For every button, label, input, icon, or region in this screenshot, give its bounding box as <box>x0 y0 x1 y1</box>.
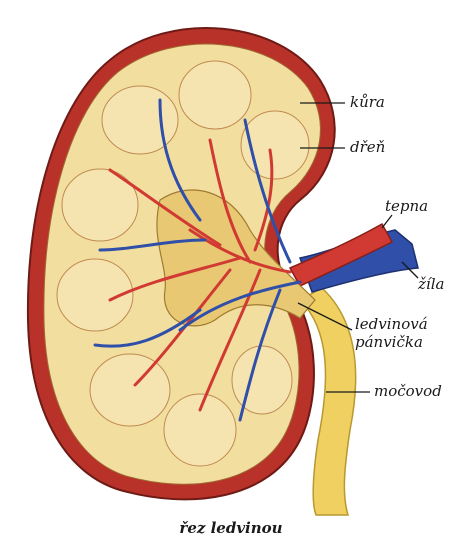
label-dren: dřeň <box>350 139 385 156</box>
label-panvicka-line2: pánvička <box>355 334 423 351</box>
label-tepna: tepna <box>385 198 428 215</box>
label-mocovod: močovod <box>374 383 442 400</box>
label-zila: žíla <box>418 276 444 293</box>
label-kura: kůra <box>350 94 385 111</box>
label-panvicka-line1: ledvinová <box>355 316 428 333</box>
figure-caption: řez ledvinou <box>0 519 462 537</box>
